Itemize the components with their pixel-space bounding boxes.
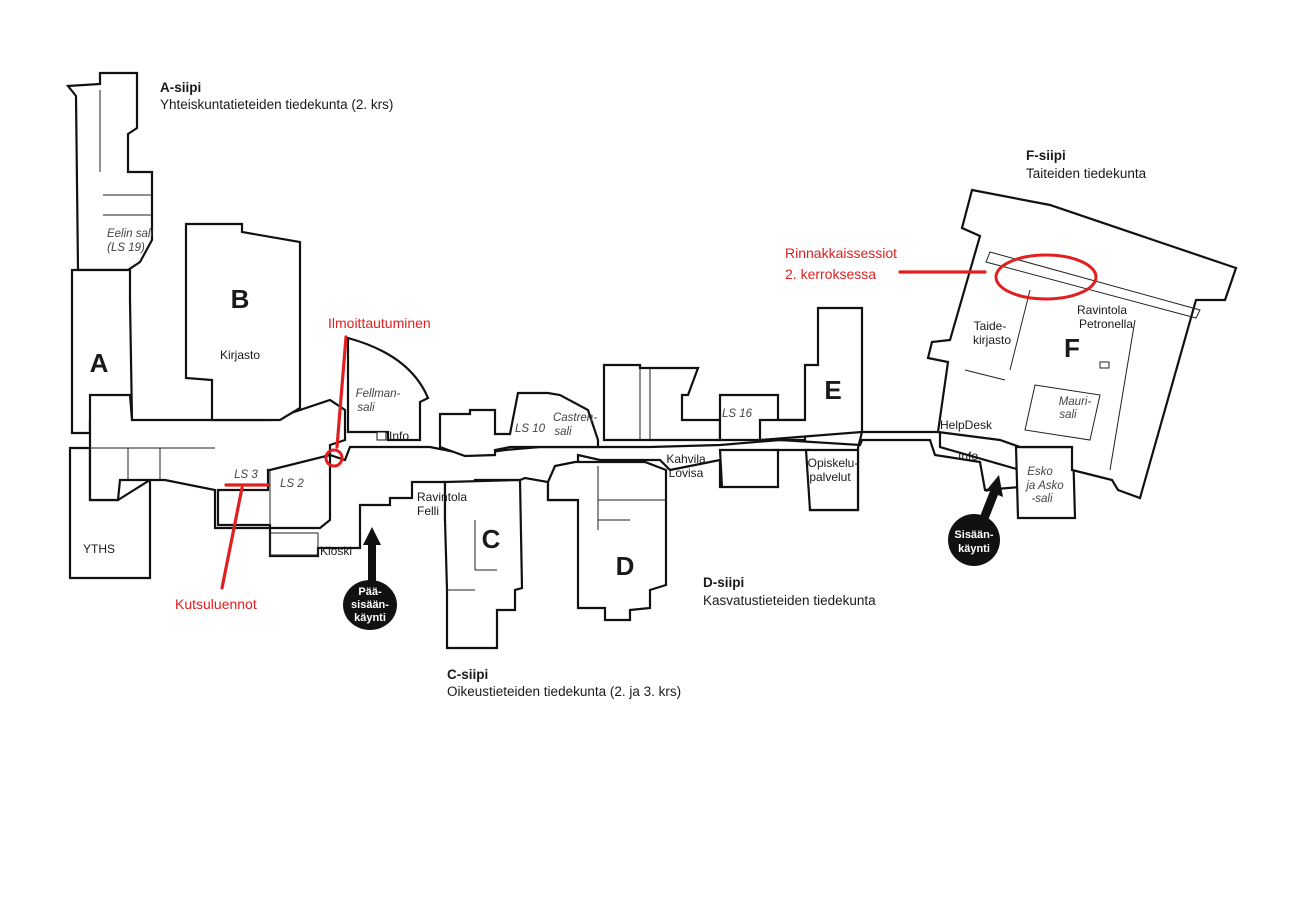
wing-a-title: A-siipi	[160, 80, 201, 95]
east-entrance: Sisään- käynti	[948, 475, 1003, 566]
room-eelin-sali-code: (LS 19)	[107, 242, 145, 254]
room-opiskelupalvelut: Opiskelu-	[808, 456, 859, 470]
room-kahvila-lovisa: Kahvila	[666, 452, 706, 466]
room-esko-asko-sali: Esko	[1027, 466, 1053, 478]
wing-f-subtitle: Taiteiden tiedekunta	[1026, 166, 1147, 181]
ilmoittautuminen-ring	[324, 448, 344, 468]
room-ls2: LS 2	[280, 478, 304, 490]
building-outline	[65, 71, 1238, 650]
wing-c-title: C-siipi	[447, 667, 488, 682]
mauri-sali-room	[1024, 384, 1101, 441]
room-yths: YTHS	[83, 542, 115, 556]
partition	[964, 369, 1006, 381]
room-esko-asko-sali-3: -sali	[1031, 493, 1053, 505]
room-helpdesk: HelpDesk	[940, 418, 993, 432]
middle-block	[602, 363, 722, 442]
c-wing	[443, 478, 524, 650]
kahvila-annex	[718, 448, 780, 489]
wing-c-letter: C	[482, 524, 501, 554]
kutsuluennot-pointer	[220, 486, 244, 590]
east-entrance-label-2: käynti	[958, 543, 990, 555]
room-ls10: LS 10	[515, 423, 546, 435]
east-entrance-label-1: Sisään-	[954, 529, 993, 541]
partition	[1109, 319, 1136, 471]
main-entrance-label-1: Pää-	[358, 586, 382, 598]
wing-a-letter: A	[90, 348, 109, 378]
fellman-sali-room	[346, 336, 430, 442]
room-kahvila-lovisa-2: Lovisa	[669, 466, 704, 480]
main-entrance-arrow	[363, 527, 381, 590]
room-ravintola-felli-2: Felli	[417, 504, 439, 518]
partition	[1099, 361, 1110, 369]
wing-f-title: F-siipi	[1026, 148, 1066, 163]
kioski-unit	[269, 532, 319, 556]
room-kioski: Kioski	[320, 544, 352, 558]
b-wing	[184, 222, 302, 422]
annotation-rinnakkaissessiot: Rinnakkaissessiot	[785, 245, 897, 261]
room-ravintola-petronella-2: Petronella	[1079, 317, 1133, 331]
room-info-main: Info	[389, 429, 409, 443]
room-ls3: LS 3	[234, 469, 258, 481]
room-ravintola-felli: Ravintola	[417, 490, 467, 504]
e-wing	[758, 306, 864, 442]
room-taidekirjasto-2: kirjasto	[973, 333, 1011, 347]
room-kirjasto: Kirjasto	[220, 348, 260, 362]
a-wing-tower	[65, 71, 154, 272]
wing-e-letter: E	[824, 375, 841, 405]
info-desk-marker	[376, 431, 387, 441]
wing-f-letter: F	[1064, 333, 1080, 363]
main-entrance-label-2: sisään-	[351, 599, 389, 611]
room-fellman-sali: Fellman-	[356, 388, 401, 400]
east-entrance-arrow	[977, 475, 1003, 528]
room-eelin-sali: Eelin sali	[107, 228, 153, 240]
wing-d-letter: D	[616, 551, 635, 581]
room-fellman-sali-2: sali	[357, 402, 375, 414]
room-castren-sali: Castren-	[553, 412, 597, 424]
room-esko-asko-sali-2: ja Asko	[1024, 480, 1064, 492]
main-entrance-label-3: käynti	[354, 612, 386, 624]
ilmoittautuminen-pointer	[335, 335, 348, 449]
rinnakkaissessiot-ring	[994, 253, 1098, 301]
ls10-castren-block	[438, 391, 600, 458]
partition	[1009, 289, 1031, 371]
wing-a-subtitle: Yhteiskuntatieteiden tiedekunta (2. krs)	[160, 97, 393, 112]
d-wing	[546, 460, 668, 622]
main-entrance: Pää- sisään- käynti	[343, 527, 397, 630]
main-entrance-badge	[343, 580, 397, 630]
wing-d-subtitle: Kasvatustieteiden tiedekunta	[703, 593, 876, 608]
room-mauri-sali-2: sali	[1059, 409, 1077, 421]
wing-c-subtitle: Oikeustieteiden tiedekunta (2. ja 3. krs…	[447, 684, 681, 699]
room-castren-sali-2: sali	[554, 426, 572, 438]
room-mauri-sali: Mauri-	[1059, 396, 1092, 408]
annotation-kutsuluennot: Kutsuluennot	[175, 596, 257, 612]
opiskelupalvelut-room	[804, 448, 860, 512]
wing-d-title: D-siipi	[703, 575, 744, 590]
room-taidekirjasto: Taide-	[974, 319, 1007, 333]
room-opiskelupalvelut-2: palvelut	[809, 470, 851, 484]
annotation-marks	[220, 253, 1098, 590]
east-entrance-badge	[948, 514, 1000, 566]
wing-b-letter: B	[231, 284, 250, 314]
room-ls16: LS 16	[722, 408, 753, 420]
annotation-rinnakkaissessiot-2: 2. kerroksessa	[785, 266, 876, 282]
room-ravintola-petronella: Ravintola	[1077, 303, 1127, 317]
f-corridor	[985, 251, 1201, 319]
room-info-f: Info	[958, 449, 978, 463]
annotation-ilmoittautuminen: Ilmoittautuminen	[328, 315, 431, 331]
